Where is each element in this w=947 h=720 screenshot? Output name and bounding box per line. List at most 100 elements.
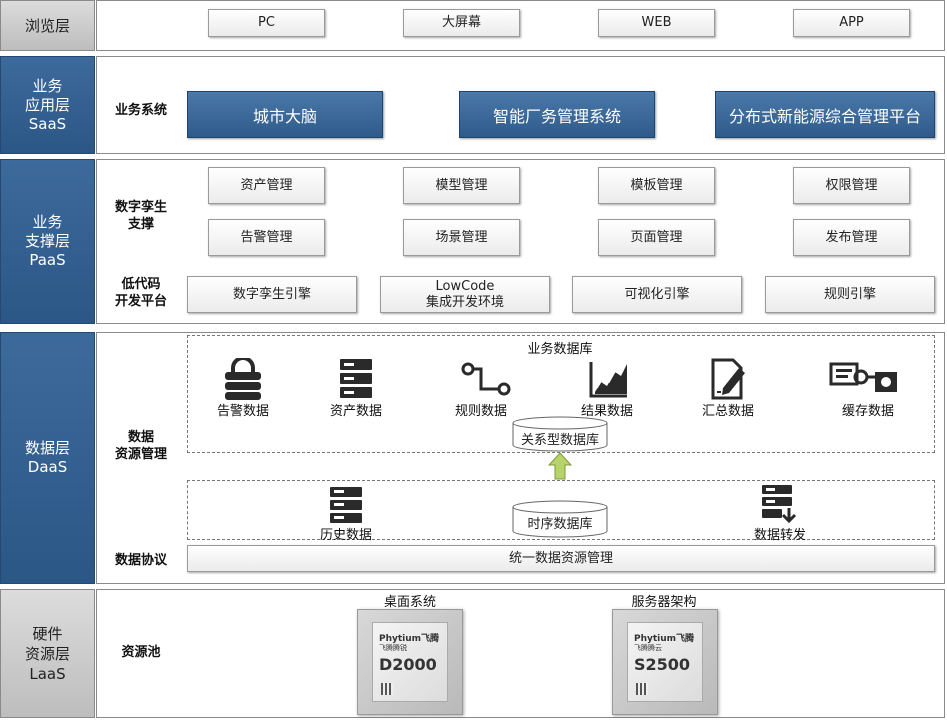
saas-item-label: 智能厂务管理系统 xyxy=(492,106,621,126)
lowcode-ide-button[interactable]: LowCode 集成开发环境 xyxy=(380,276,550,313)
twin-permission-button[interactable]: 权限管理 xyxy=(793,167,910,204)
lowcode-twin-engine-button[interactable]: 数字孪生引擎 xyxy=(187,276,357,313)
laas-pool-label: 资源池 xyxy=(121,644,161,660)
lowcode-item-label: LowCode xyxy=(435,278,495,294)
protocol-item-label: 统一数据资源管理 xyxy=(508,550,613,566)
lowcode-rule-engine-button[interactable]: 规则引擎 xyxy=(765,276,935,313)
layer-label-paas: 业务 支撑层 PaaS xyxy=(0,159,95,324)
browse-item-label: 大屏幕 xyxy=(441,15,481,30)
layer-label-text: LaaS xyxy=(29,664,66,683)
twin-asset-button[interactable]: 资产管理 xyxy=(208,167,325,204)
lowcode-item-label: 数字孪生引擎 xyxy=(232,286,311,302)
business-db-title: 业务数据库 xyxy=(510,338,610,357)
server-download-icon xyxy=(761,484,799,524)
twin-template-button[interactable]: 模板管理 xyxy=(598,167,715,204)
sub-label-text: 开发平台 xyxy=(114,294,167,309)
saas-factory-button[interactable]: 智能厂务管理系统 xyxy=(459,91,655,138)
layer-label-text: 支撑层 xyxy=(24,232,70,250)
saas-sub-label: 业务系统 xyxy=(114,102,167,118)
lowcode-item-label: 可视化引擎 xyxy=(624,286,690,302)
sub-label-text: 数字孪生 xyxy=(114,200,167,215)
biz-item-alarm: 告警数据 xyxy=(216,404,269,419)
document-edit-icon xyxy=(709,358,749,400)
layer-label-text: SaaS xyxy=(28,114,67,133)
chip-brand: Phytium飞腾 xyxy=(379,634,440,644)
layer-label-saas: 业务 应用层 SaaS xyxy=(0,56,95,154)
lowcode-item-label: 集成开发环境 xyxy=(425,294,504,310)
growth-chart-icon xyxy=(589,360,629,398)
lowcode-visual-engine-button[interactable]: 可视化引擎 xyxy=(572,276,742,313)
paas-twin-label: 数字孪生 支撑 xyxy=(104,198,178,234)
sub-label-text: 低代码 xyxy=(121,277,161,292)
layer-label-daas: 数据层 DaaS xyxy=(0,332,95,584)
server-icon xyxy=(338,358,374,400)
biz-item-rule: 规则数据 xyxy=(454,404,507,419)
layer-label-text: 资源层 xyxy=(24,644,70,663)
laas-layer-panel xyxy=(96,589,945,718)
browse-item-label: APP xyxy=(839,15,864,30)
browse-app-button[interactable]: APP xyxy=(793,9,910,37)
twin-scene-button[interactable]: 场景管理 xyxy=(403,219,520,256)
layer-label-browse: 浏览层 xyxy=(0,0,95,51)
lowcode-item-label: 规则引擎 xyxy=(823,286,876,302)
qr-code-icon xyxy=(636,683,648,695)
twin-item-label: 发布管理 xyxy=(825,229,878,245)
layer-label-text: DaaS xyxy=(27,458,68,476)
twin-item-label: 模型管理 xyxy=(435,177,488,193)
browse-item-label: WEB xyxy=(641,15,672,30)
layer-label-text: 硬件 xyxy=(32,624,63,643)
chip-core: Phytium飞腾 飞腾腾云 S2500 xyxy=(627,622,703,702)
paas-lowcode-label: 低代码 开发平台 xyxy=(104,275,178,311)
twin-item-label: 模板管理 xyxy=(630,177,683,193)
chip-caption-server: 服务器架构 xyxy=(631,595,697,610)
server-icon xyxy=(329,486,363,524)
qr-code-icon xyxy=(381,683,393,695)
chip-s2500: Phytium飞腾 飞腾腾云 S2500 xyxy=(612,609,718,715)
twin-model-button[interactable]: 模型管理 xyxy=(403,167,520,204)
browse-item-label: PC xyxy=(258,15,275,30)
cache-key-icon xyxy=(829,362,899,396)
twin-alarm-button[interactable]: 告警管理 xyxy=(208,219,325,256)
saas-item-label: 分布式新能源综合管理平台 xyxy=(728,106,921,126)
daas-resource-label: 数据 资源管理 xyxy=(104,428,178,464)
layer-label-laas: 硬件 资源层 LaaS xyxy=(0,589,95,718)
chip-brand-sub: 飞腾腾锐 xyxy=(379,644,407,652)
timeseries-db-cylinder: 时序数据库 xyxy=(512,500,608,538)
sub-label-text: 数据 xyxy=(127,430,154,445)
twin-item-label: 页面管理 xyxy=(630,229,683,245)
arrow-up-icon xyxy=(548,452,572,480)
chip-d2000: Phytium飞腾 飞腾腾锐 D2000 xyxy=(357,609,463,715)
timeseries-box xyxy=(187,480,935,540)
twin-publish-button[interactable]: 发布管理 xyxy=(793,219,910,256)
chip-model: S2500 xyxy=(634,655,691,674)
layer-label-text: 业务 xyxy=(32,76,63,95)
chip-brand: Phytium飞腾 xyxy=(634,634,695,644)
browse-pc-button[interactable]: PC xyxy=(208,9,325,37)
daas-protocol-label: 数据协议 xyxy=(114,552,167,568)
browse-web-button[interactable]: WEB xyxy=(598,9,715,37)
layer-label-text: 浏览层 xyxy=(24,16,70,35)
unified-resource-button[interactable]: 统一数据资源管理 xyxy=(187,545,935,572)
saas-city-brain-button[interactable]: 城市大脑 xyxy=(187,91,383,138)
layer-label-text: 应用层 xyxy=(24,95,70,114)
sub-label-text: 资源管理 xyxy=(114,447,167,462)
sub-label-text: 支撑 xyxy=(127,217,154,232)
twin-page-button[interactable]: 页面管理 xyxy=(598,219,715,256)
saas-energy-button[interactable]: 分布式新能源综合管理平台 xyxy=(715,91,935,138)
business-db-box xyxy=(187,335,935,453)
saas-item-label: 城市大脑 xyxy=(252,106,317,126)
layer-label-text: 数据层 xyxy=(24,439,70,457)
relational-db-label: 关系型数据库 xyxy=(520,432,599,448)
rule-flow-icon xyxy=(461,362,511,396)
biz-item-result: 结果数据 xyxy=(580,404,633,419)
chip-model: D2000 xyxy=(379,655,437,674)
twin-item-label: 权限管理 xyxy=(825,177,878,193)
history-data-label: 历史数据 xyxy=(319,528,372,543)
layer-label-text: 业务 xyxy=(32,213,63,231)
twin-item-label: 场景管理 xyxy=(435,229,488,245)
browse-bigscreen-button[interactable]: 大屏幕 xyxy=(403,9,520,37)
chip-caption-desktop: 桌面系统 xyxy=(383,595,436,610)
lock-stack-icon xyxy=(223,358,263,400)
forward-data-label: 数据转发 xyxy=(753,528,806,543)
biz-item-cache: 缓存数据 xyxy=(841,404,894,419)
